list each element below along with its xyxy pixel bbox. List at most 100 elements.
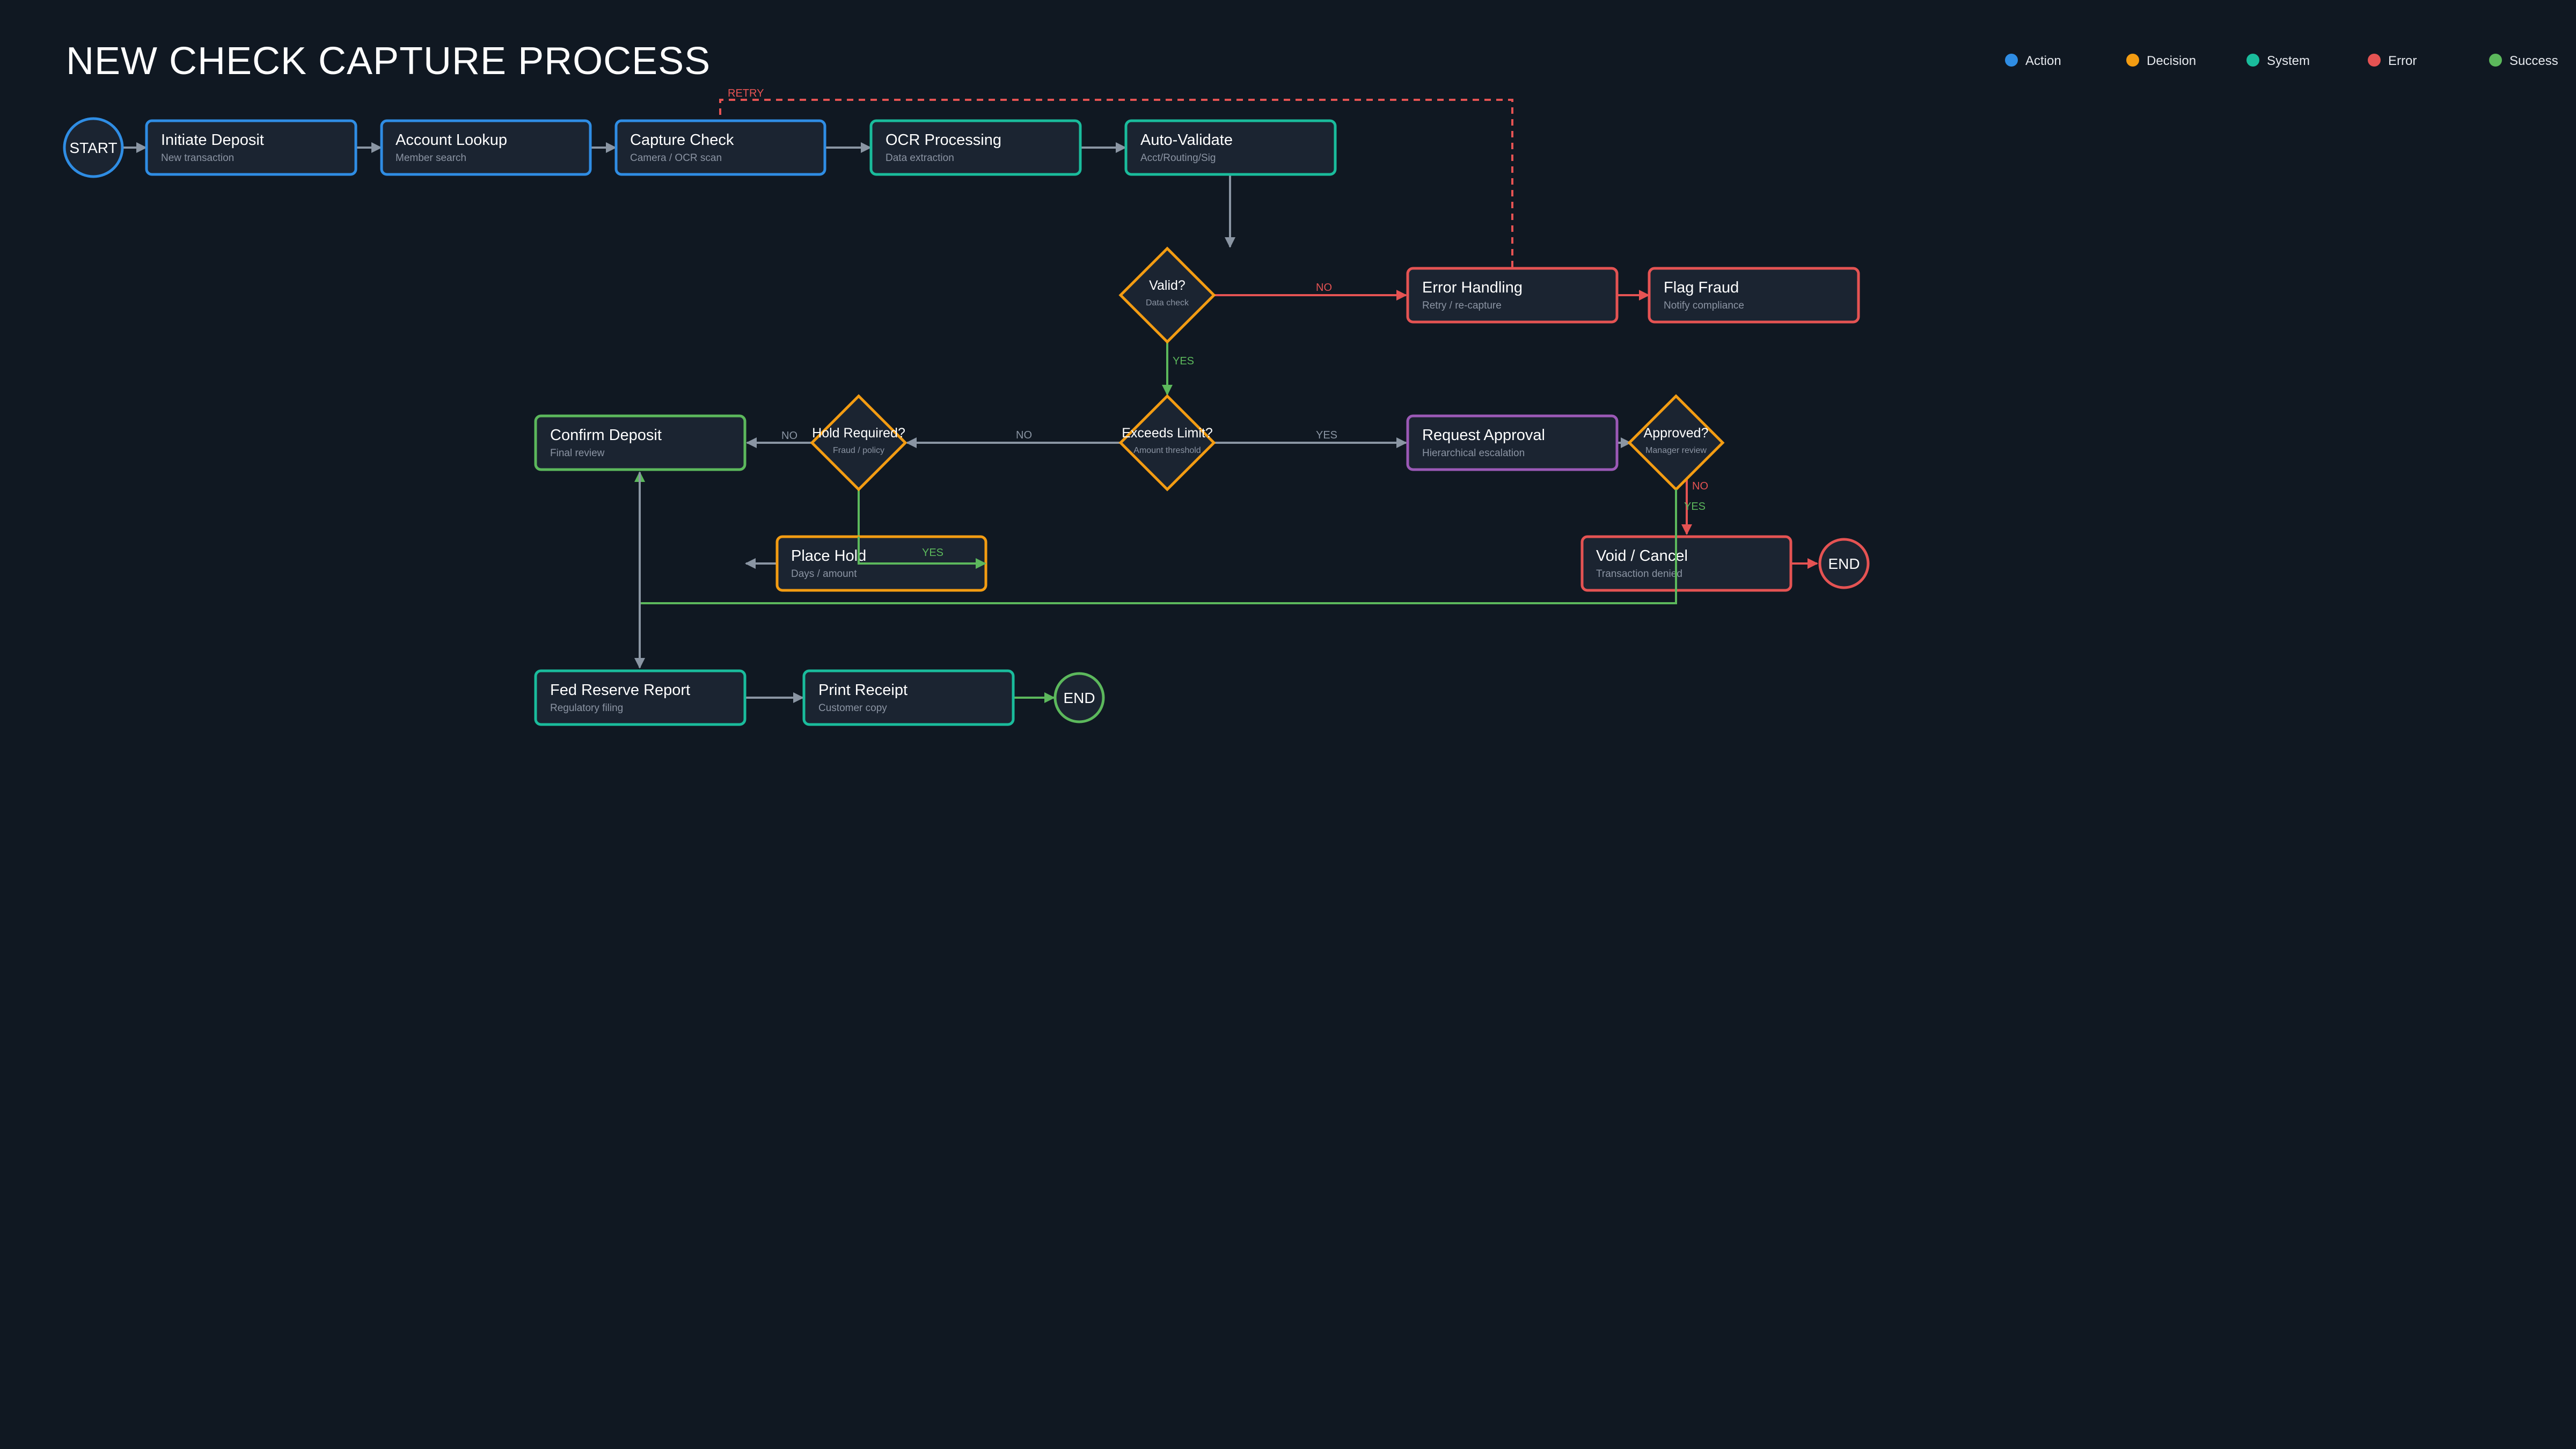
node-request-approval-title: Request Approval [1422,427,1545,444]
node-request-approval-box [1406,414,1619,471]
legend-dot-success [2489,54,2502,67]
node-account-lookup-title: Account Lookup [396,131,507,149]
node-confirm-deposit[interactable]: Confirm Deposit Final review [534,414,747,471]
node-confirm-deposit-title: Confirm Deposit [550,427,662,444]
decision-exceeds-limit-diamond [1118,394,1216,492]
edge-label-valid-yes: YES [1173,355,1194,367]
node-void-cancel[interactable]: Void / Cancel Transaction denied [1580,535,1792,592]
decision-exceeds-limit-title: Exceeds Limit? [1122,426,1213,441]
legend-label-success: Success [2509,54,2558,68]
decision-hold-required-title: Hold Required? [812,426,905,441]
decision-approved[interactable]: Approved? Manager review [1627,394,1725,492]
node-ocr-processing[interactable]: OCR Processing Data extraction [869,119,1082,176]
node-auto-validate-title: Auto-Validate [1140,131,1233,149]
legend-item-action: Action [2005,54,2061,68]
legend-dot-system [2246,54,2259,67]
node-fed-reserve-report-sub: Regulatory filing [550,702,623,714]
node-capture-check-box [614,119,826,176]
node-ocr-processing-box [869,119,1082,176]
legend-item-system: System [2246,54,2310,68]
decision-approved-title: Approved? [1644,426,1709,441]
node-flag-fraud-box [1648,267,1860,324]
connectors: NO RETRY YES NO YES NO YES NO YES [123,87,1818,703]
node-account-lookup-sub: Member search [396,152,466,164]
decision-approved-diamond [1627,394,1725,492]
legend-item-error: Error [2368,54,2417,68]
end-node-success[interactable]: END [1053,672,1105,723]
edge-label-exceeds-yes: YES [1316,429,1337,441]
node-print-receipt-title: Print Receipt [818,682,908,699]
decision-hold-required[interactable]: Hold Required? Fraud / policy [810,394,908,492]
node-confirm-deposit-sub: Final review [550,448,605,459]
decision-valid-title: Valid? [1149,278,1185,293]
node-capture-check-sub: Camera / OCR scan [630,152,722,164]
edge-label-retry: RETRY [728,87,764,99]
node-auto-validate-sub: Acct/Routing/Sig [1140,152,1216,164]
page-title: NEW CHECK CAPTURE PROCESS [66,40,711,83]
legend-label-action: Action [2025,54,2061,68]
end-void-circle [1818,538,1870,589]
edge-retry-loop [719,99,1513,267]
edge-label-valid-no: NO [1316,282,1332,294]
node-error-handling-box [1406,267,1619,324]
node-ocr-processing-sub: Data extraction [885,152,954,164]
node-initiate-deposit-box [145,119,357,176]
node-request-approval-sub: Hierarchical escalation [1422,448,1525,459]
node-fed-reserve-report-box [534,669,747,726]
node-initiate-deposit[interactable]: Initiate Deposit New transaction [145,119,357,176]
end-node-void[interactable]: END [1818,538,1870,589]
node-error-handling-title: Error Handling [1422,279,1523,296]
decision-exceeds-limit-sub: Amount threshold [1133,446,1201,455]
legend-label-system: System [2267,54,2310,68]
end-success-circle [1053,672,1105,723]
node-place-hold-sub: Days / amount [791,568,857,580]
legend: Action Decision System Error Success [2005,54,2558,68]
edge-label-hold-yes-overlay: YES [922,547,943,559]
node-error-handling[interactable]: Error Handling Retry / re-capture [1406,267,1619,324]
node-fed-reserve-report[interactable]: Fed Reserve Report Regulatory filing [534,669,747,726]
node-error-handling-sub: Retry / re-capture [1422,300,1502,311]
node-void-cancel-title: Void / Cancel [1596,547,1688,565]
node-fed-reserve-report-title: Fed Reserve Report [550,682,690,699]
node-place-hold-title: Place Hold [791,547,866,565]
node-void-cancel-sub: Transaction denied [1596,568,1682,580]
node-print-receipt[interactable]: Print Receipt Customer copy [802,669,1015,726]
node-auto-validate-box [1124,119,1337,176]
legend-dot-decision [2126,54,2139,67]
legend-label-error: Error [2388,54,2417,68]
node-request-approval[interactable]: Request Approval Hierarchical escalation [1406,414,1619,471]
decision-hold-required-diamond [810,394,908,492]
edge-label-approved-yes: YES [1684,501,1706,513]
node-auto-validate[interactable]: Auto-Validate Acct/Routing/Sig [1124,119,1337,176]
node-capture-check[interactable]: Capture Check Camera / OCR scan [614,119,826,176]
node-account-lookup-box [380,119,592,176]
start-node[interactable]: START [63,117,124,178]
decision-approved-sub: Manager review [1645,446,1707,455]
decision-hold-required-sub: Fraud / policy [833,446,884,455]
start-label: START [69,140,117,156]
node-initiate-deposit-title: Initiate Deposit [161,131,264,149]
legend-item-decision: Decision [2126,54,2196,68]
node-print-receipt-box [802,669,1015,726]
node-ocr-processing-title: OCR Processing [885,131,1001,149]
node-capture-check-title: Capture Check [630,131,734,149]
end-void-label: END [1828,555,1860,572]
end-success-label: END [1063,690,1095,706]
node-confirm-deposit-box [534,414,747,471]
decision-valid-diamond [1118,246,1216,344]
legend-dot-action [2005,54,2018,67]
legend-label-decision: Decision [2147,54,2196,68]
node-flag-fraud[interactable]: Flag Fraud Notify compliance [1648,267,1860,324]
node-account-lookup[interactable]: Account Lookup Member search [380,119,592,176]
edge-hold-yes-overlay [858,537,986,569]
node-print-receipt-sub: Customer copy [818,702,887,714]
decision-valid-sub: Data check [1146,298,1189,308]
node-flag-fraud-sub: Notify compliance [1664,300,1744,311]
edge-label-hold-no: NO [781,430,797,442]
legend-dot-error [2368,54,2381,67]
edge-label-approved-no: NO [1692,480,1708,492]
decision-valid[interactable]: Valid? Data check [1118,246,1216,344]
legend-item-success: Success [2489,54,2558,68]
decision-exceeds-limit[interactable]: Exceeds Limit? Amount threshold [1118,394,1216,492]
